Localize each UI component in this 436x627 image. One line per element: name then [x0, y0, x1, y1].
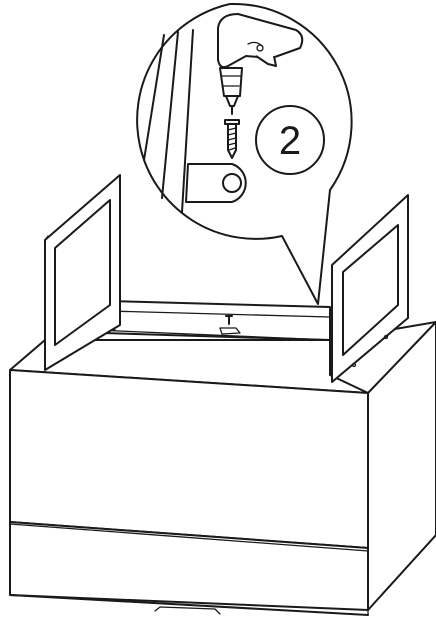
- left-frame-inner: [54, 199, 111, 346]
- dresser-side-panel: [367, 321, 436, 611]
- callout-frame-detail: [143, 29, 247, 213]
- left-frame: [44, 174, 121, 371]
- screwdriver-icon: [217, 13, 304, 115]
- hole-dot: [383, 334, 389, 340]
- screw-hole: [222, 173, 242, 193]
- drawer-handle: [154, 606, 221, 615]
- right-frame-inner: [342, 224, 399, 356]
- callout-bubble: 2: [136, 2, 353, 305]
- step-circle: [255, 105, 325, 175]
- hole-dot: [351, 362, 357, 368]
- screw-icon-middle: [225, 315, 233, 325]
- screw-icon: [224, 119, 240, 159]
- step-badge: 2: [255, 105, 325, 175]
- upper-drawer-front: [9, 369, 369, 549]
- dresser-body: [9, 321, 436, 616]
- back-rail: [69, 299, 359, 341]
- right-frame: [331, 194, 409, 383]
- step-number: 2: [279, 119, 301, 163]
- bracket-plate-middle: [219, 327, 241, 335]
